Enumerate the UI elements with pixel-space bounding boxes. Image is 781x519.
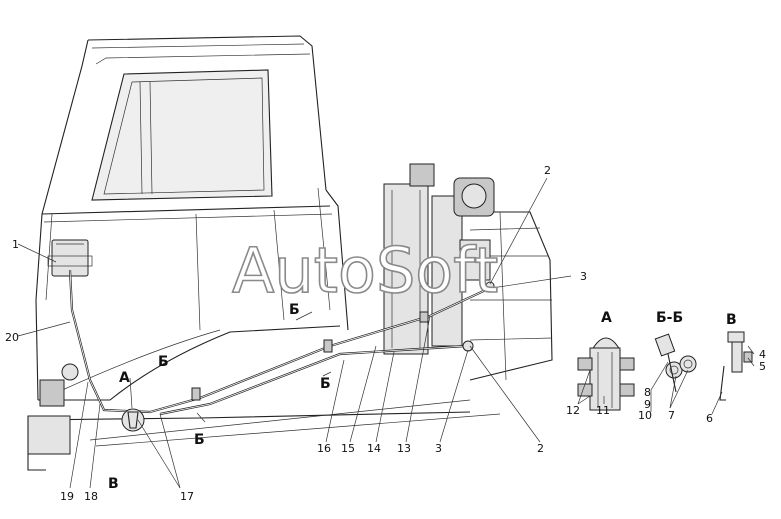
callout-15: 15 [341, 442, 355, 455]
section-title-bb: Б-Б [656, 310, 683, 326]
callout-6: 6 [706, 412, 713, 425]
view-mark-b1: Б [289, 302, 300, 318]
view-mark-b2: Б [158, 354, 169, 370]
callout-3-top: 3 [580, 270, 587, 283]
callout-19: 19 [60, 490, 74, 503]
section-title-a: А [601, 310, 612, 326]
pipelines [68, 269, 495, 432]
view-mark-b3: Б [320, 376, 331, 392]
callout-2-top: 2 [544, 164, 551, 177]
air-intake-assembly [383, 163, 495, 355]
callout-10: 10 [638, 409, 652, 422]
side-lamp [47, 239, 93, 277]
callout-18: 18 [84, 490, 98, 503]
callout-3-bottom: 3 [435, 442, 442, 455]
callout-20: 20 [5, 331, 19, 344]
watermark: AutoSoft [232, 234, 498, 307]
callout-16: 16 [317, 442, 331, 455]
detail-view-bb [654, 333, 697, 393]
view-mark-v: В [108, 476, 119, 492]
callout-9: 9 [644, 398, 651, 411]
front-bumper-parts [27, 363, 79, 471]
callout-17: 17 [180, 490, 194, 503]
callout-2-bottom: 2 [537, 442, 544, 455]
callout-13: 13 [397, 442, 411, 455]
callout-8: 8 [644, 386, 651, 399]
view-mark-a: А [119, 370, 130, 386]
callout-14: 14 [367, 442, 381, 455]
cab-window [91, 69, 273, 201]
callout-7: 7 [668, 409, 675, 422]
callout-5: 5 [759, 360, 766, 373]
leader-lines [17, 177, 755, 489]
cab-outline [29, 35, 501, 447]
callout-1: 1 [12, 238, 19, 251]
detail-view-a [577, 337, 635, 411]
callout-4: 4 [759, 348, 766, 361]
callout-12: 12 [566, 404, 580, 417]
callout-11: 11 [596, 404, 610, 417]
section-title-v: В [726, 312, 737, 328]
detail-view-v [719, 331, 753, 401]
view-mark-b4: Б [194, 432, 205, 448]
